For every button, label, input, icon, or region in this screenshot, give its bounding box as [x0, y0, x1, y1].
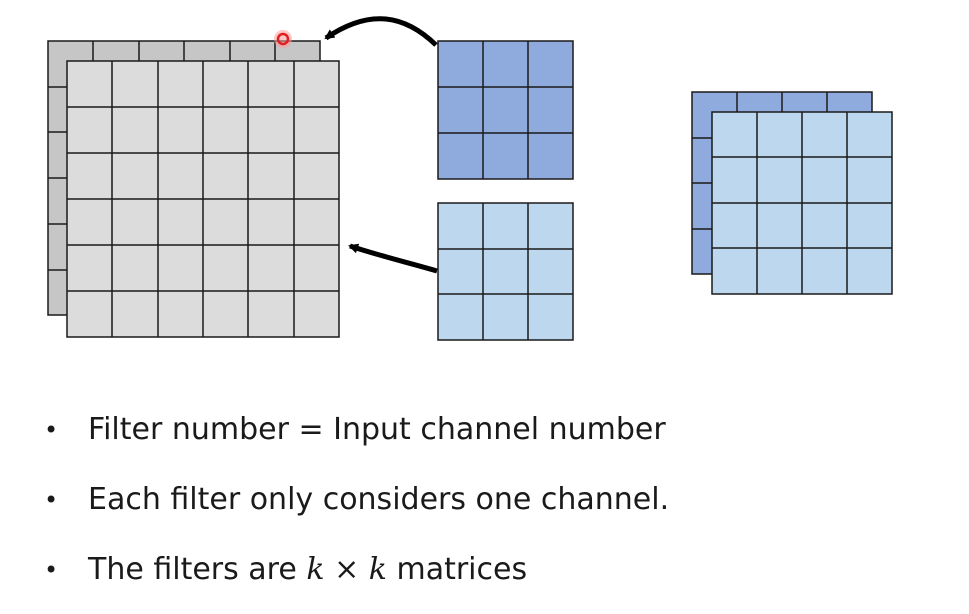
filter-light	[437, 202, 574, 341]
bullet-dot-icon: •	[44, 416, 59, 444]
bullet-dot-icon: •	[44, 486, 59, 514]
bullet-item: • The filters are k × k matrices	[40, 544, 669, 614]
arrow-to-front-channel	[348, 243, 438, 274]
filter-dark-fill	[437, 40, 574, 180]
arrow-to-back-channel	[324, 16, 438, 47]
output-back-grid	[692, 92, 828, 230]
bullet-text-prefix: The filters are	[88, 552, 307, 587]
filter-dark-grid	[438, 41, 573, 179]
math-times: ×	[324, 552, 369, 587]
bullet-text-suffix: matrices	[386, 552, 528, 587]
bullet-item: • Each filter only considers one channel…	[40, 474, 669, 544]
filter-light-grid	[438, 203, 573, 340]
filter-light-fill	[437, 202, 574, 341]
math-k-second: k	[368, 552, 387, 587]
output-channel-front	[711, 111, 893, 295]
bullet-item: • Filter number = Input channel number	[40, 404, 669, 474]
math-k-first: k	[306, 552, 325, 587]
bullet-text: Filter number = Input channel number	[88, 412, 666, 447]
bullet-dot-icon: •	[44, 556, 59, 584]
bullet-list: • Filter number = Input channel number •…	[40, 404, 669, 614]
filter-dark	[437, 40, 574, 180]
input-back-grid	[48, 41, 276, 271]
depthwise-convolution-diagram	[47, 16, 893, 341]
input-channel-front	[66, 60, 340, 338]
pointer-dot-icon	[274, 30, 292, 48]
output-front-grid	[712, 112, 892, 294]
input-front-grid	[67, 61, 339, 337]
bullet-text: Each filter only considers one channel.	[88, 482, 670, 517]
